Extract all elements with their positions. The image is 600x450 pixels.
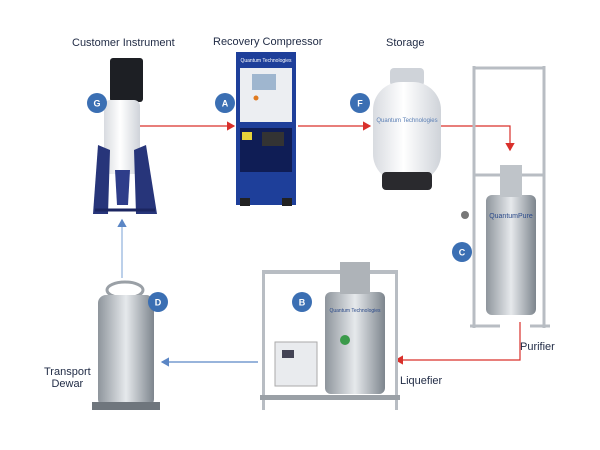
- arrow-purifier-to-liquefier: [394, 322, 521, 365]
- transport-dewar-image: [92, 280, 160, 410]
- label-transport-dewar: Transport Dewar: [44, 366, 91, 390]
- badge-b: B: [299, 298, 306, 308]
- storage-tank-image: Quantum Technologies: [373, 68, 441, 190]
- label-transport-dewar-line2: Dewar: [51, 378, 84, 390]
- liquefier-image: Quantum Technologies: [260, 262, 400, 410]
- customer-instrument-image: [93, 58, 157, 214]
- label-customer-instrument: Customer Instrument: [72, 37, 175, 49]
- badges: G A F C B D: [87, 93, 472, 312]
- compressor-brand-text: Quantum Technologies: [240, 58, 292, 64]
- badge-d: D: [155, 298, 162, 308]
- purifier-brand-text: QuantumPure: [489, 213, 533, 220]
- badge-f: F: [357, 99, 363, 109]
- label-recovery-compressor: Recovery Compressor: [213, 36, 323, 48]
- liquefier-brand-text: Quantum Technologies: [329, 308, 381, 314]
- label-storage: Storage: [386, 37, 425, 49]
- label-purifier: Purifier: [520, 341, 555, 353]
- storage-brand-text: Quantum Technologies: [376, 118, 437, 124]
- badge-g: G: [93, 99, 100, 109]
- flow-arrows: [117, 121, 521, 367]
- label-liquefier: Liquefier: [400, 375, 443, 387]
- label-transport-dewar-line1: Transport: [44, 366, 91, 378]
- badge-a: A: [222, 99, 229, 109]
- recovery-compressor-image: Quantum Technologies: [236, 52, 296, 206]
- badge-c: C: [459, 248, 466, 258]
- arrow-storage-to-purifier: [440, 125, 515, 152]
